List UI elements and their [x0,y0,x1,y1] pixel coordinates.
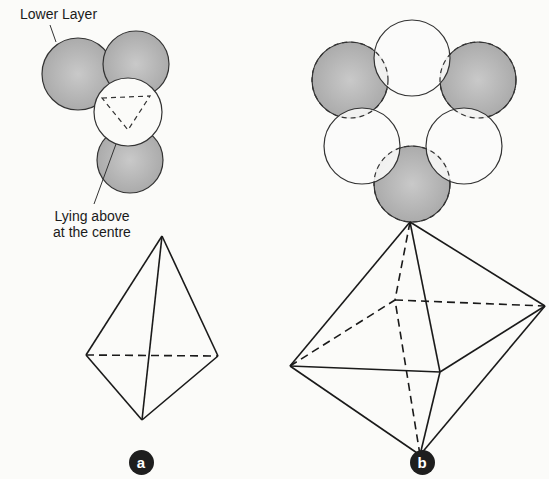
tetrahedral-spheres [42,31,169,193]
figure-letter: b [417,454,426,471]
leader-line [50,25,56,42]
position-label: Lying above at the centre [52,208,132,240]
figure-letter: a [137,454,145,471]
figure-letter-badge: a [129,450,154,475]
tetrahedron [86,236,218,420]
layer-label: Lower Layer [20,6,140,22]
leader-line [94,144,116,204]
octahedron [290,222,545,455]
figure-letter-badge: b [410,450,435,475]
octahedral-spheres [312,20,516,222]
